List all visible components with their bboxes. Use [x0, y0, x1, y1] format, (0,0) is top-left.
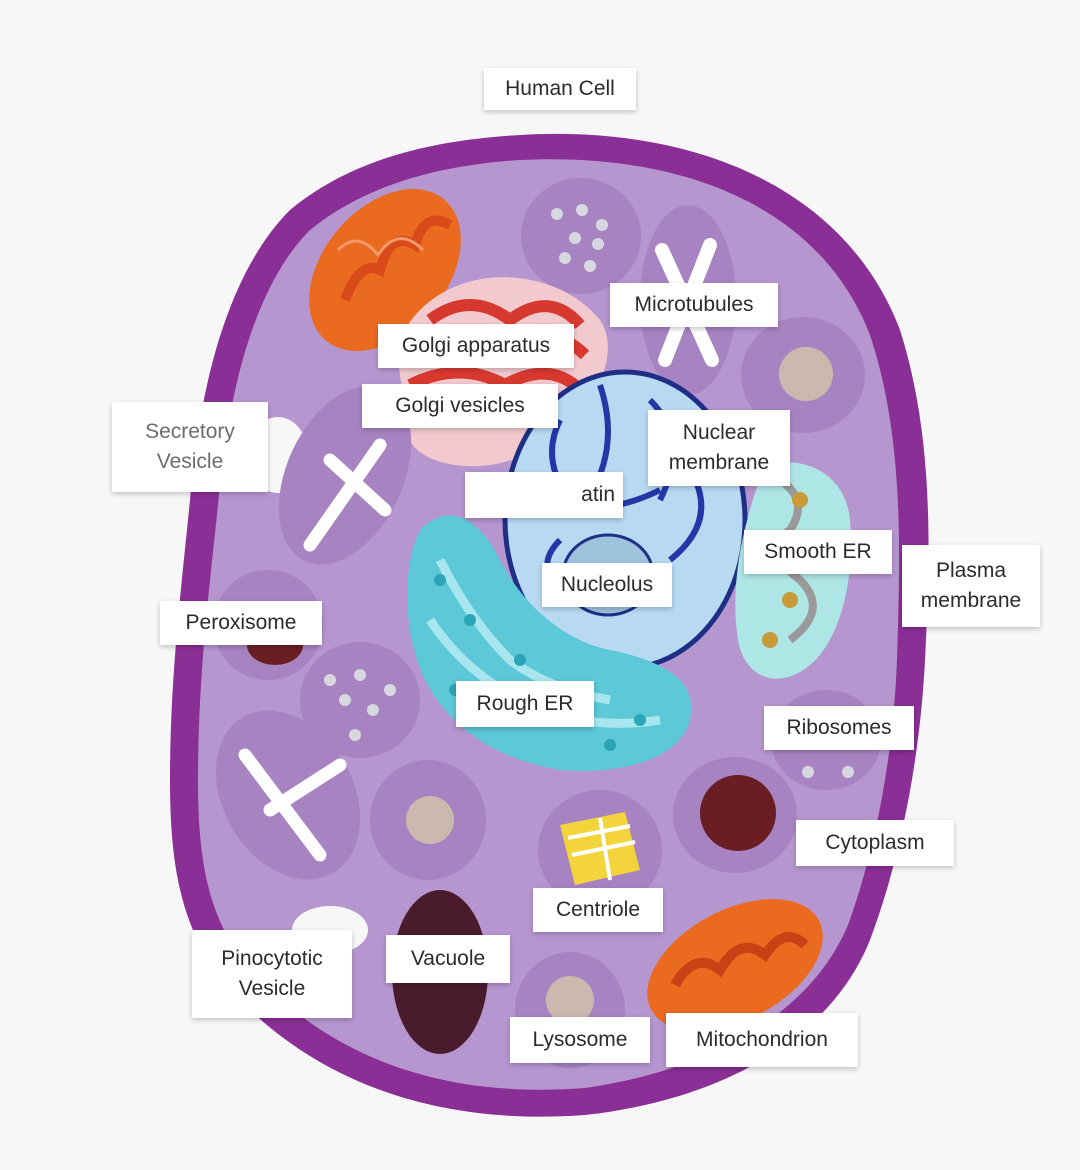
vesicle-disc-right — [741, 317, 865, 433]
label-mitochondrion: Mitochondrion — [666, 1013, 858, 1067]
label-peroxisome: Peroxisome — [160, 601, 322, 645]
label-chromatin: atin — [465, 472, 623, 518]
label-rough-er: Rough ER — [456, 681, 594, 727]
ribosome-disc-top — [521, 178, 641, 294]
title-label: Human Cell — [484, 68, 636, 110]
label-microtubules: Microtubules — [610, 283, 778, 327]
chromosome-disc-left — [278, 385, 412, 565]
label-golgi-apparatus: Golgi apparatus — [378, 324, 574, 368]
label-cytoplasm: Cytoplasm — [796, 820, 954, 866]
label-golgi-vesicles: Golgi vesicles — [362, 384, 558, 428]
centriole-shape — [538, 790, 662, 910]
chromosome-disc-bottom-left — [215, 710, 361, 880]
label-smooth-er: Smooth ER — [744, 530, 892, 574]
label-secretory-vesicle: Secretory Vesicle — [112, 402, 268, 492]
mitochondrion-bottom — [647, 899, 823, 1031]
label-nucleolus: Nucleolus — [542, 563, 672, 607]
ribosome-disc-left — [300, 642, 420, 758]
label-lysosome: Lysosome — [510, 1017, 650, 1063]
dark-granule-disc — [673, 757, 797, 873]
label-ribosomes: Ribosomes — [764, 706, 914, 750]
label-nuclear-membrane: Nuclear membrane — [648, 410, 790, 486]
label-vacuole: Vacuole — [386, 935, 510, 983]
label-pinocytotic-vesicle: Pinocytotic Vesicle — [192, 930, 352, 1018]
label-plasma-membrane: Plasma membrane — [902, 545, 1040, 627]
vesicle-disc-middle — [370, 760, 486, 880]
label-centriole: Centriole — [533, 888, 663, 932]
